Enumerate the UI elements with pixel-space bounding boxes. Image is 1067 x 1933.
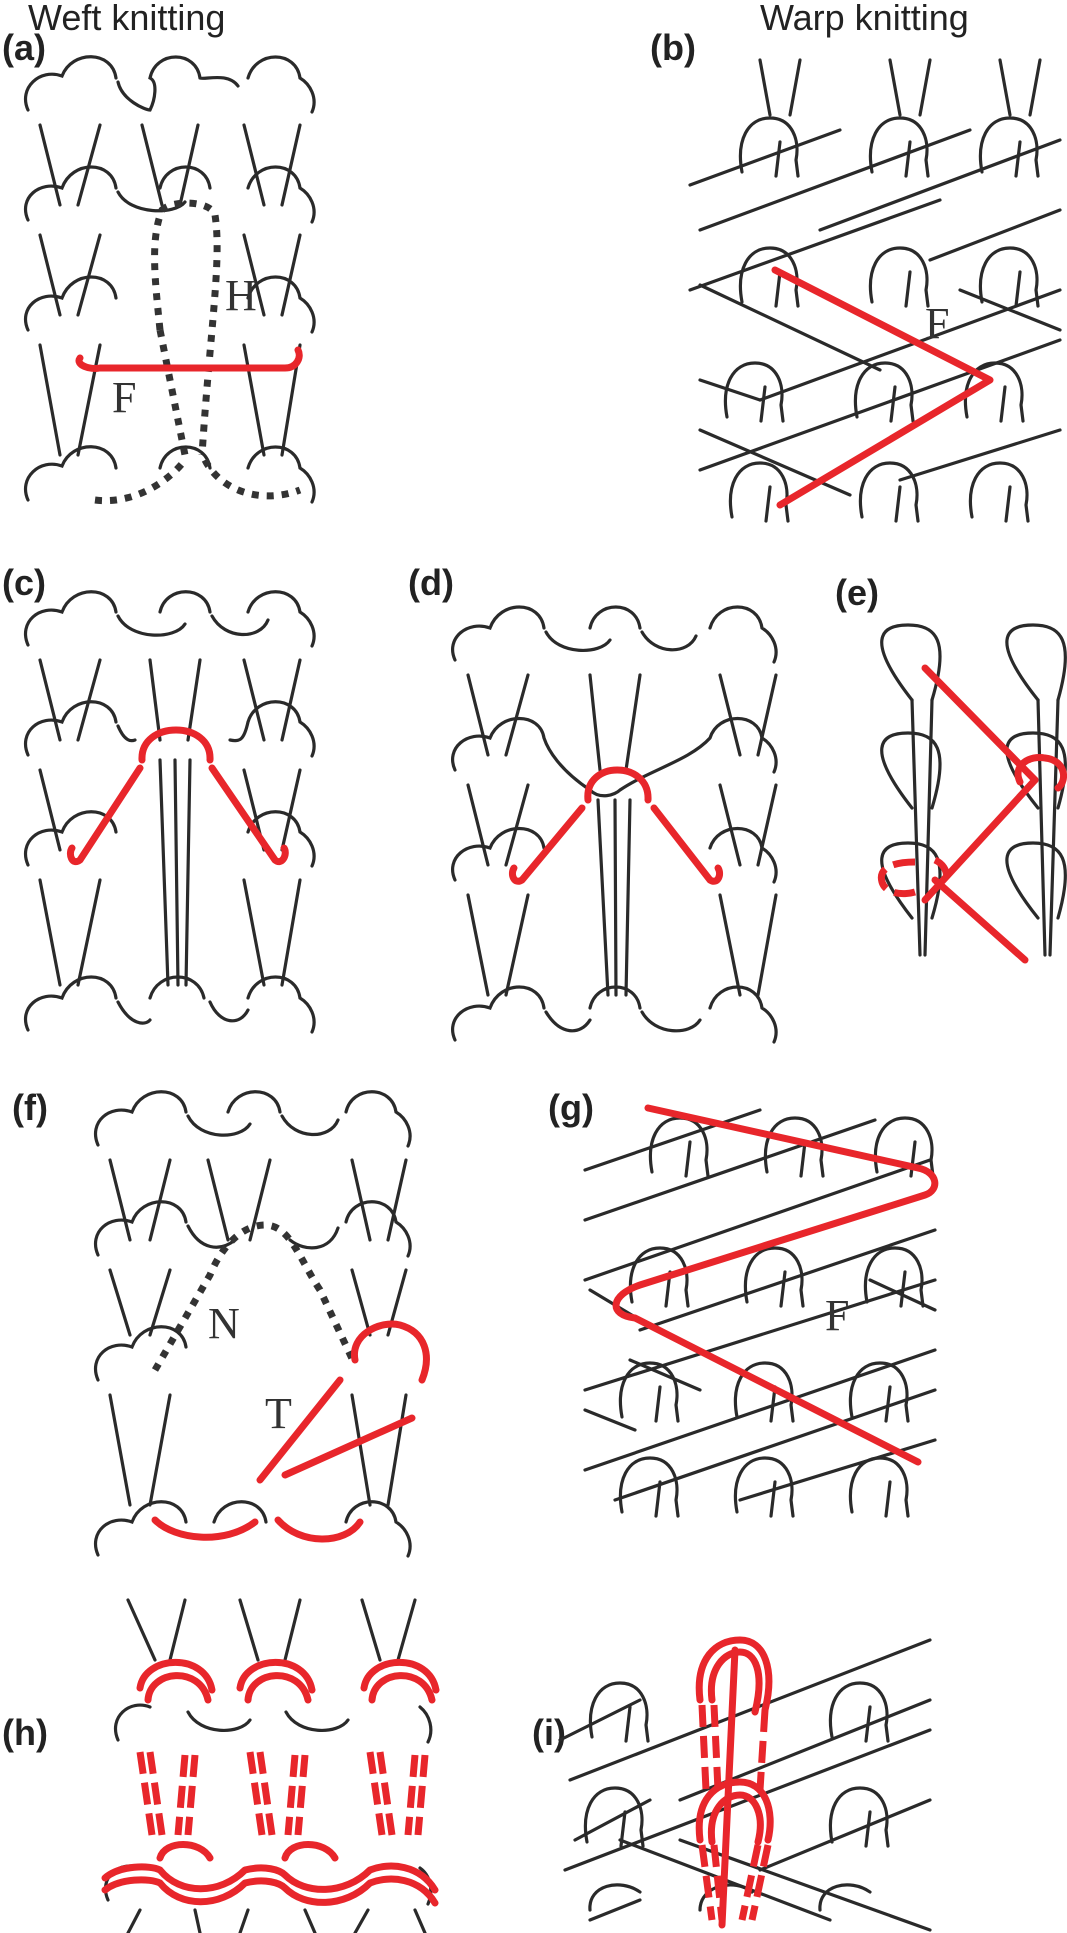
panel-e-yarns bbox=[880, 623, 1067, 957]
panel-a-float-defect bbox=[75, 346, 303, 372]
panel-f-needle-path bbox=[151, 1221, 359, 1372]
panel-a-label: (a) bbox=[2, 27, 46, 68]
panel-f: (f) N T bbox=[12, 1087, 430, 1558]
panel-d-loops bbox=[451, 605, 778, 1044]
panel-e-ring-lower bbox=[877, 856, 951, 898]
panel-h-double-loops bbox=[101, 1658, 440, 1907]
panel-b-float-defect bbox=[771, 266, 994, 509]
panel-f-tuck-leg-1 bbox=[256, 1376, 344, 1484]
panel-b-letter-f: F bbox=[925, 299, 949, 348]
warp-knitting-title: Warp knitting bbox=[760, 0, 969, 38]
panel-g: (g) F bbox=[548, 1087, 939, 1518]
panel-f-letter-n: N bbox=[208, 1299, 240, 1348]
panel-d-loop-head bbox=[584, 766, 652, 804]
panel-e-lap-middle bbox=[921, 776, 1039, 904]
panel-e-label: (e) bbox=[835, 572, 879, 613]
panel-i-double-loops bbox=[695, 1636, 774, 1929]
panel-e-lap-lower bbox=[931, 876, 1029, 964]
panel-b-label: (b) bbox=[650, 27, 696, 68]
panel-f-sinker-1 bbox=[151, 1516, 259, 1541]
panel-a-hole-outline bbox=[151, 199, 221, 456]
panel-h-label: (h) bbox=[2, 1712, 48, 1753]
panel-g-label: (g) bbox=[548, 1087, 594, 1128]
panel-f-letter-t: T bbox=[265, 1389, 292, 1438]
panel-f-label: (f) bbox=[12, 1087, 48, 1128]
panel-f-loops bbox=[94, 1090, 412, 1558]
panel-a-letter-f: F bbox=[112, 373, 136, 422]
panel-d-label: (d) bbox=[408, 562, 454, 603]
panel-c-loop-head bbox=[138, 726, 214, 764]
panel-b-yarns bbox=[688, 58, 1062, 523]
panel-d: (d) bbox=[408, 562, 778, 1044]
panel-e-ring-upper bbox=[1014, 753, 1067, 792]
panel-a-hole-bottom bbox=[94, 457, 302, 505]
panel-a-loops bbox=[24, 55, 316, 504]
panel-c-loops bbox=[24, 590, 316, 1034]
panel-f-tuck-head bbox=[351, 1320, 430, 1384]
panel-c: (c) bbox=[2, 562, 316, 1034]
panel-i: (i) bbox=[532, 1636, 932, 1932]
panel-e: (e) bbox=[835, 572, 1067, 964]
panel-d-tuck-left bbox=[508, 804, 586, 885]
panel-e-lap-upper bbox=[921, 664, 1039, 784]
panel-i-label: (i) bbox=[532, 1712, 566, 1753]
panel-c-tuck-right bbox=[208, 764, 289, 865]
panel-d-tuck-right bbox=[650, 804, 724, 885]
panel-f-tuck-leg-2 bbox=[281, 1414, 416, 1479]
weft-knitting-title: Weft knitting bbox=[28, 0, 225, 38]
panel-a-hole-left bbox=[156, 329, 189, 456]
panel-g-yarns bbox=[583, 1108, 937, 1518]
panel-b: (b) F bbox=[650, 27, 1062, 523]
panel-h: (h) bbox=[2, 1598, 440, 1933]
panel-a: (a) F H bbox=[2, 27, 316, 505]
panel-g-letter-f: F bbox=[825, 1291, 849, 1340]
panel-f-sinker-2 bbox=[274, 1516, 364, 1543]
panel-a-letter-h: H bbox=[225, 271, 257, 320]
panel-c-tuck-left bbox=[66, 764, 144, 865]
panel-c-label: (c) bbox=[2, 562, 46, 603]
panel-g-float-defect bbox=[612, 1104, 939, 1466]
